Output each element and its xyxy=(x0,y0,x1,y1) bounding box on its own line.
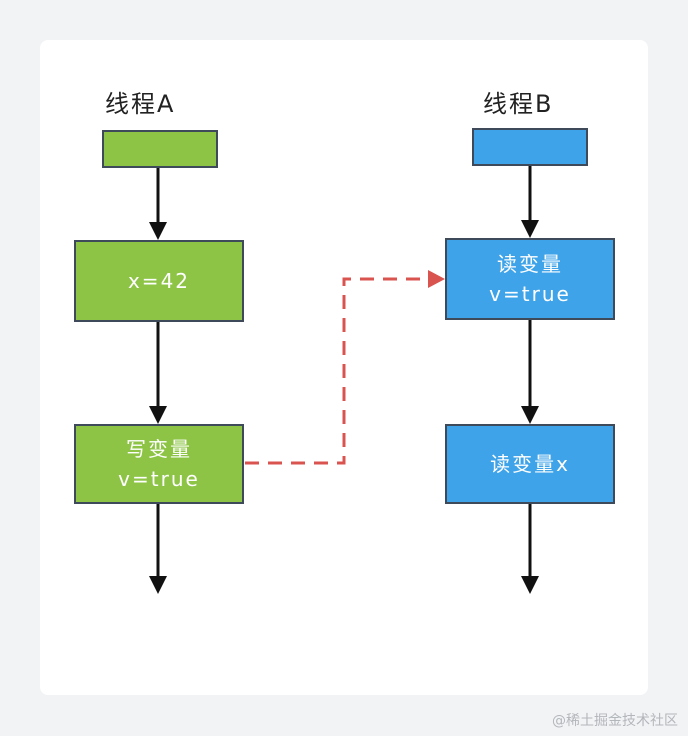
thread-b-step-1-line2: v=true xyxy=(489,282,571,306)
thread-a-step-1: x=42 xyxy=(74,240,244,322)
thread-b-step-1-line1: 读变量 xyxy=(497,252,563,276)
thread-a-title: 线程A xyxy=(105,90,176,118)
thread-b-step-1: 读变量 v=true xyxy=(445,238,615,320)
thread-b-header-box xyxy=(472,128,588,166)
thread-a-step-1-label: x=42 xyxy=(127,269,191,293)
thread-a-step-2-line1: 写变量 xyxy=(126,437,192,461)
thread-a-arrowhead-3 xyxy=(149,576,167,594)
thread-b-title: 线程B xyxy=(483,90,554,118)
thread-b-arrowhead-3 xyxy=(521,576,539,594)
thread-a-step-2-line2: v=true xyxy=(118,467,200,491)
thread-a-step-2: 写变量 v=true xyxy=(74,424,244,504)
happens-before-edge xyxy=(245,277,430,465)
thread-b-arrowhead-1 xyxy=(521,220,539,238)
thread-b-step-2: 读变量x xyxy=(445,424,615,504)
thread-a-arrowhead-2 xyxy=(149,406,167,424)
thread-b-arrowhead-2 xyxy=(521,406,539,424)
happens-before-arrowhead xyxy=(428,270,445,288)
thread-a-arrowhead-1 xyxy=(149,222,167,240)
thread-a-header-box xyxy=(102,130,218,168)
thread-b-step-2-label: 读变量x xyxy=(490,452,570,476)
watermark: @稀土掘金技术社区 xyxy=(552,713,678,729)
